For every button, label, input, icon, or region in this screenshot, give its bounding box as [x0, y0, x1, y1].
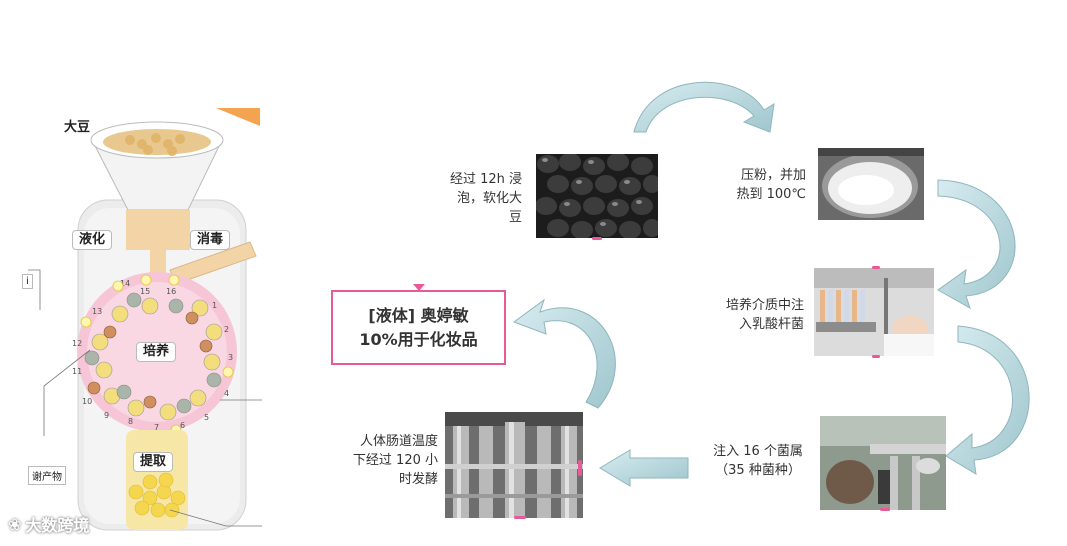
- svg-text:14: 14: [120, 279, 130, 288]
- svg-text:7: 7: [154, 423, 159, 432]
- photo-marker: [880, 508, 890, 511]
- result-box: [液体] 奥婷敏 10%用于化妆品: [331, 290, 506, 365]
- caption-press: 压粉，并加 热到 100℃: [736, 168, 806, 202]
- watermark-logo-icon: ❀: [8, 514, 22, 534]
- fermentation-illustration: 12 11 10 13 14 15 16 2 3 4 5 6 7 8 9 1: [0, 100, 262, 540]
- svg-text:15: 15: [140, 287, 150, 296]
- label-culture: 培养: [136, 342, 177, 362]
- svg-text:6: 6: [180, 421, 185, 430]
- svg-text:5: 5: [204, 413, 209, 422]
- caption-ferment: 人体肠道温度 下经过 120 小 时发酵: [352, 434, 438, 487]
- result-line-2: 10%用于化妆品: [359, 329, 478, 349]
- svg-text:8: 8: [128, 417, 133, 426]
- svg-text:4: 4: [224, 389, 229, 398]
- result-pin: [413, 284, 425, 291]
- caption-inoculate: 培养介质中注 入乳酸杆菌: [725, 298, 804, 332]
- svg-text:11: 11: [72, 367, 82, 376]
- result-line-1: [液体] 奥婷敏: [368, 305, 469, 325]
- svg-text:2: 2: [224, 325, 229, 334]
- label-sterilize: 消毒: [190, 230, 231, 250]
- photo-marker: [872, 266, 880, 269]
- photo-marker: [514, 516, 526, 519]
- svg-text:13: 13: [92, 307, 102, 316]
- label-cut-off: i: [22, 274, 33, 289]
- svg-text:9: 9: [104, 411, 109, 420]
- svg-text:1: 1: [212, 301, 217, 310]
- svg-text:16: 16: [166, 287, 176, 296]
- watermark: ❀ 大数跨境: [8, 512, 89, 536]
- svg-text:3: 3: [228, 353, 233, 362]
- photo-marker: [592, 237, 602, 240]
- svg-text:12: 12: [72, 339, 82, 348]
- label-metabolite: 谢产物: [28, 466, 66, 485]
- arrow-soak-to-press: [633, 81, 775, 133]
- arrow-ferment-to-result: [512, 298, 616, 409]
- label-liquefy: 液化: [72, 230, 113, 250]
- watermark-text: 大数跨境: [25, 516, 90, 535]
- photo-marker: [578, 460, 582, 476]
- label-extract: 提取: [133, 452, 174, 472]
- arrow-strains-to-ferment: [599, 449, 689, 487]
- label-soybean: 大豆: [64, 120, 91, 135]
- photo-soaked-soybeans: [536, 154, 658, 238]
- photo-fermentation-tanks: [445, 412, 583, 518]
- photo-inject-strains: [820, 416, 946, 510]
- arrow-press-to-inoculate: [937, 179, 1016, 310]
- photo-lab-culture: [814, 268, 934, 356]
- photo-soy-powder-pot: [818, 148, 924, 220]
- photo-marker: [872, 355, 880, 358]
- caption-strains: 注入 16 个菌属 （35 种菌种）: [713, 444, 803, 478]
- svg-text:10: 10: [82, 397, 92, 406]
- arrow-inoculate-to-strains: [945, 325, 1030, 475]
- caption-soak: 经过 12h 浸 泡，软化大 豆: [449, 172, 522, 225]
